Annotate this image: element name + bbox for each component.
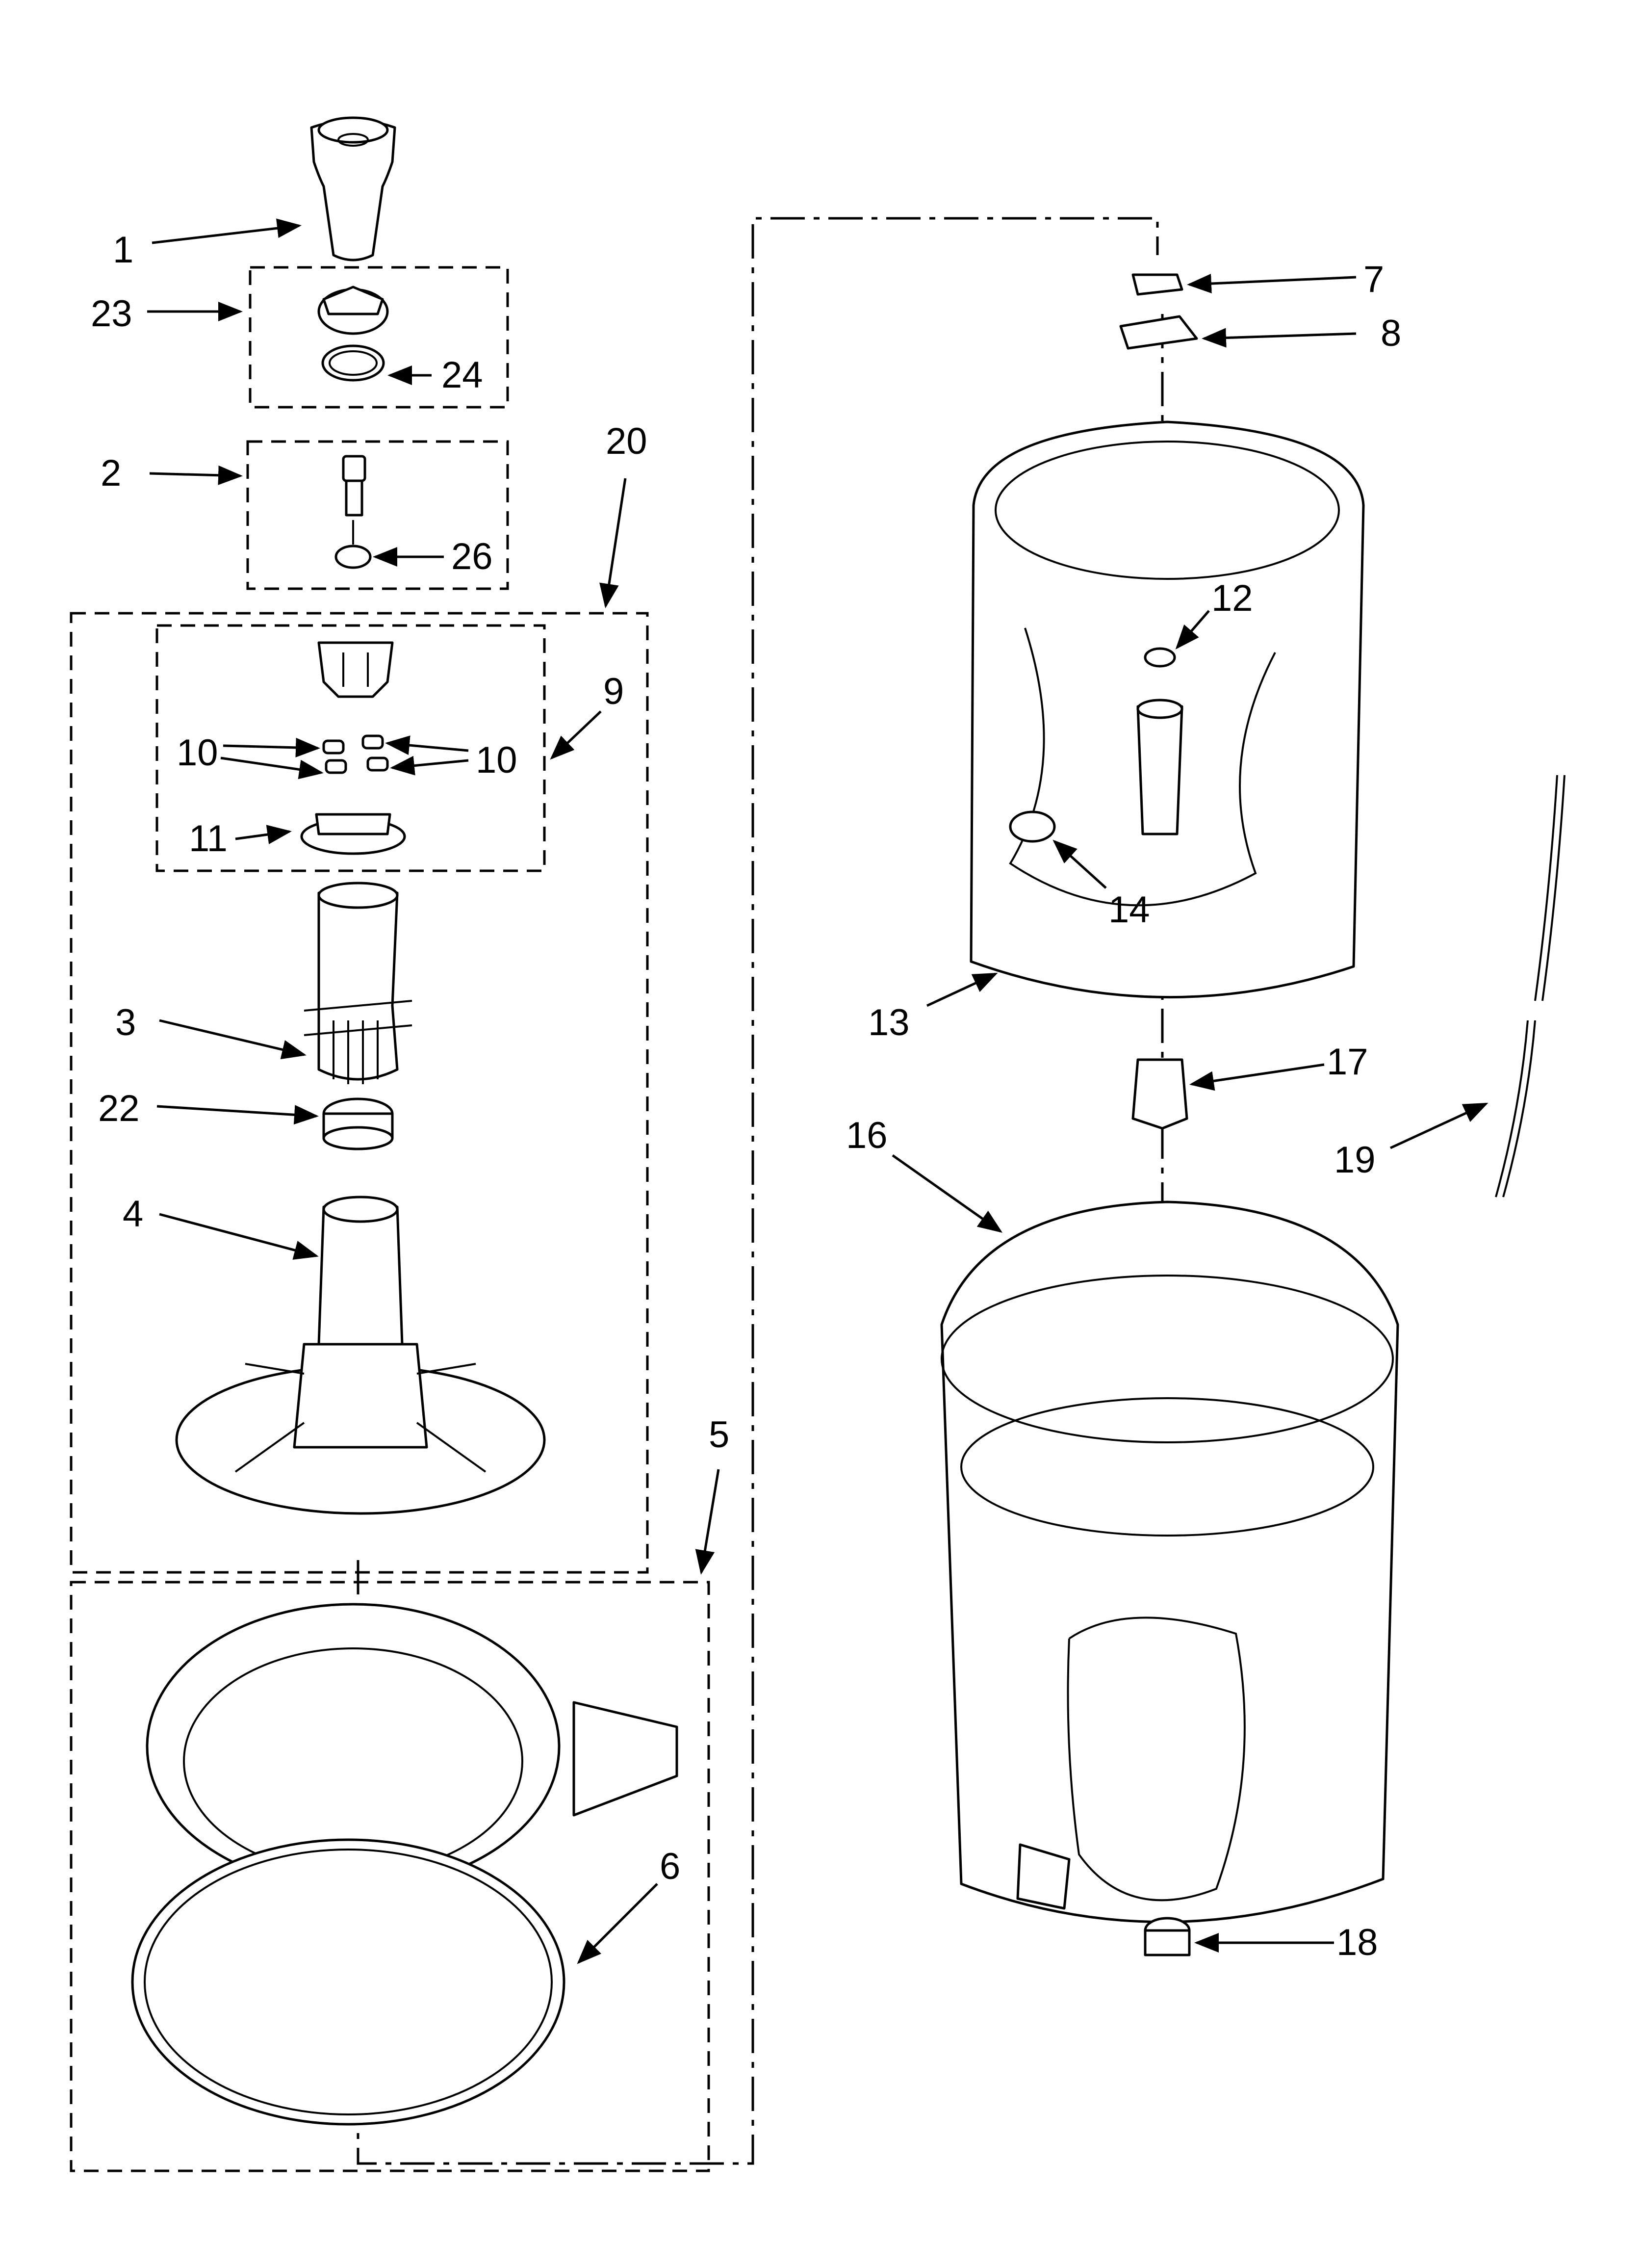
callout-24: 24 — [441, 354, 483, 396]
part-16-outer-tub — [940, 1200, 1399, 1924]
part-2-bolt — [342, 455, 366, 545]
callout-20: 20 — [606, 420, 647, 462]
callout-4: 4 — [123, 1193, 143, 1235]
group-box-9 — [155, 624, 546, 872]
callout-5: 5 — [709, 1414, 729, 1456]
callout-16: 16 — [846, 1115, 888, 1156]
callout-12: 12 — [1211, 577, 1253, 619]
connector-line — [357, 217, 1159, 2165]
callout-18: 18 — [1336, 1922, 1378, 1963]
callout-2: 2 — [101, 452, 121, 494]
callout-14: 14 — [1108, 889, 1150, 931]
part-7-clip — [1131, 273, 1183, 296]
callout-19: 19 — [1334, 1139, 1376, 1181]
callout-26: 26 — [451, 536, 493, 577]
part-9-cam — [317, 641, 394, 698]
part-11-retainer — [300, 813, 406, 855]
callout-13: 13 — [868, 1002, 910, 1043]
callout-10-left: 10 — [177, 732, 218, 774]
part-18-plug — [1144, 1917, 1191, 1956]
group-box-2 — [246, 440, 509, 590]
part-19-hose — [1495, 775, 1565, 1198]
callout-8: 8 — [1381, 313, 1401, 354]
callout-10-right: 10 — [476, 739, 517, 781]
callout-1: 1 — [113, 229, 133, 271]
part-23-cap — [317, 286, 389, 335]
part-22-bushing — [322, 1097, 394, 1150]
part-6-tub-ring — [131, 1603, 678, 2126]
part-26-washer — [334, 545, 372, 569]
part-17-nut — [1131, 1058, 1188, 1130]
part-1-dispenser — [310, 116, 396, 261]
callout-9: 9 — [603, 671, 624, 712]
callout-6: 6 — [660, 1846, 680, 1887]
callout-11: 11 — [189, 818, 228, 860]
callout-17: 17 — [1327, 1041, 1368, 1083]
group-box-23 — [249, 266, 509, 409]
callout-22: 22 — [98, 1088, 140, 1129]
part-8-bracket — [1119, 315, 1198, 350]
callout-23: 23 — [91, 293, 132, 335]
callout-7: 7 — [1363, 259, 1384, 300]
callout-3: 3 — [115, 1002, 136, 1043]
part-13-basket — [970, 420, 1365, 999]
part-10-dogs — [322, 734, 389, 774]
group-box-5 — [70, 1581, 710, 2172]
part-3-agitator — [304, 882, 412, 1084]
part-4-agitator-base — [175, 1196, 546, 1515]
